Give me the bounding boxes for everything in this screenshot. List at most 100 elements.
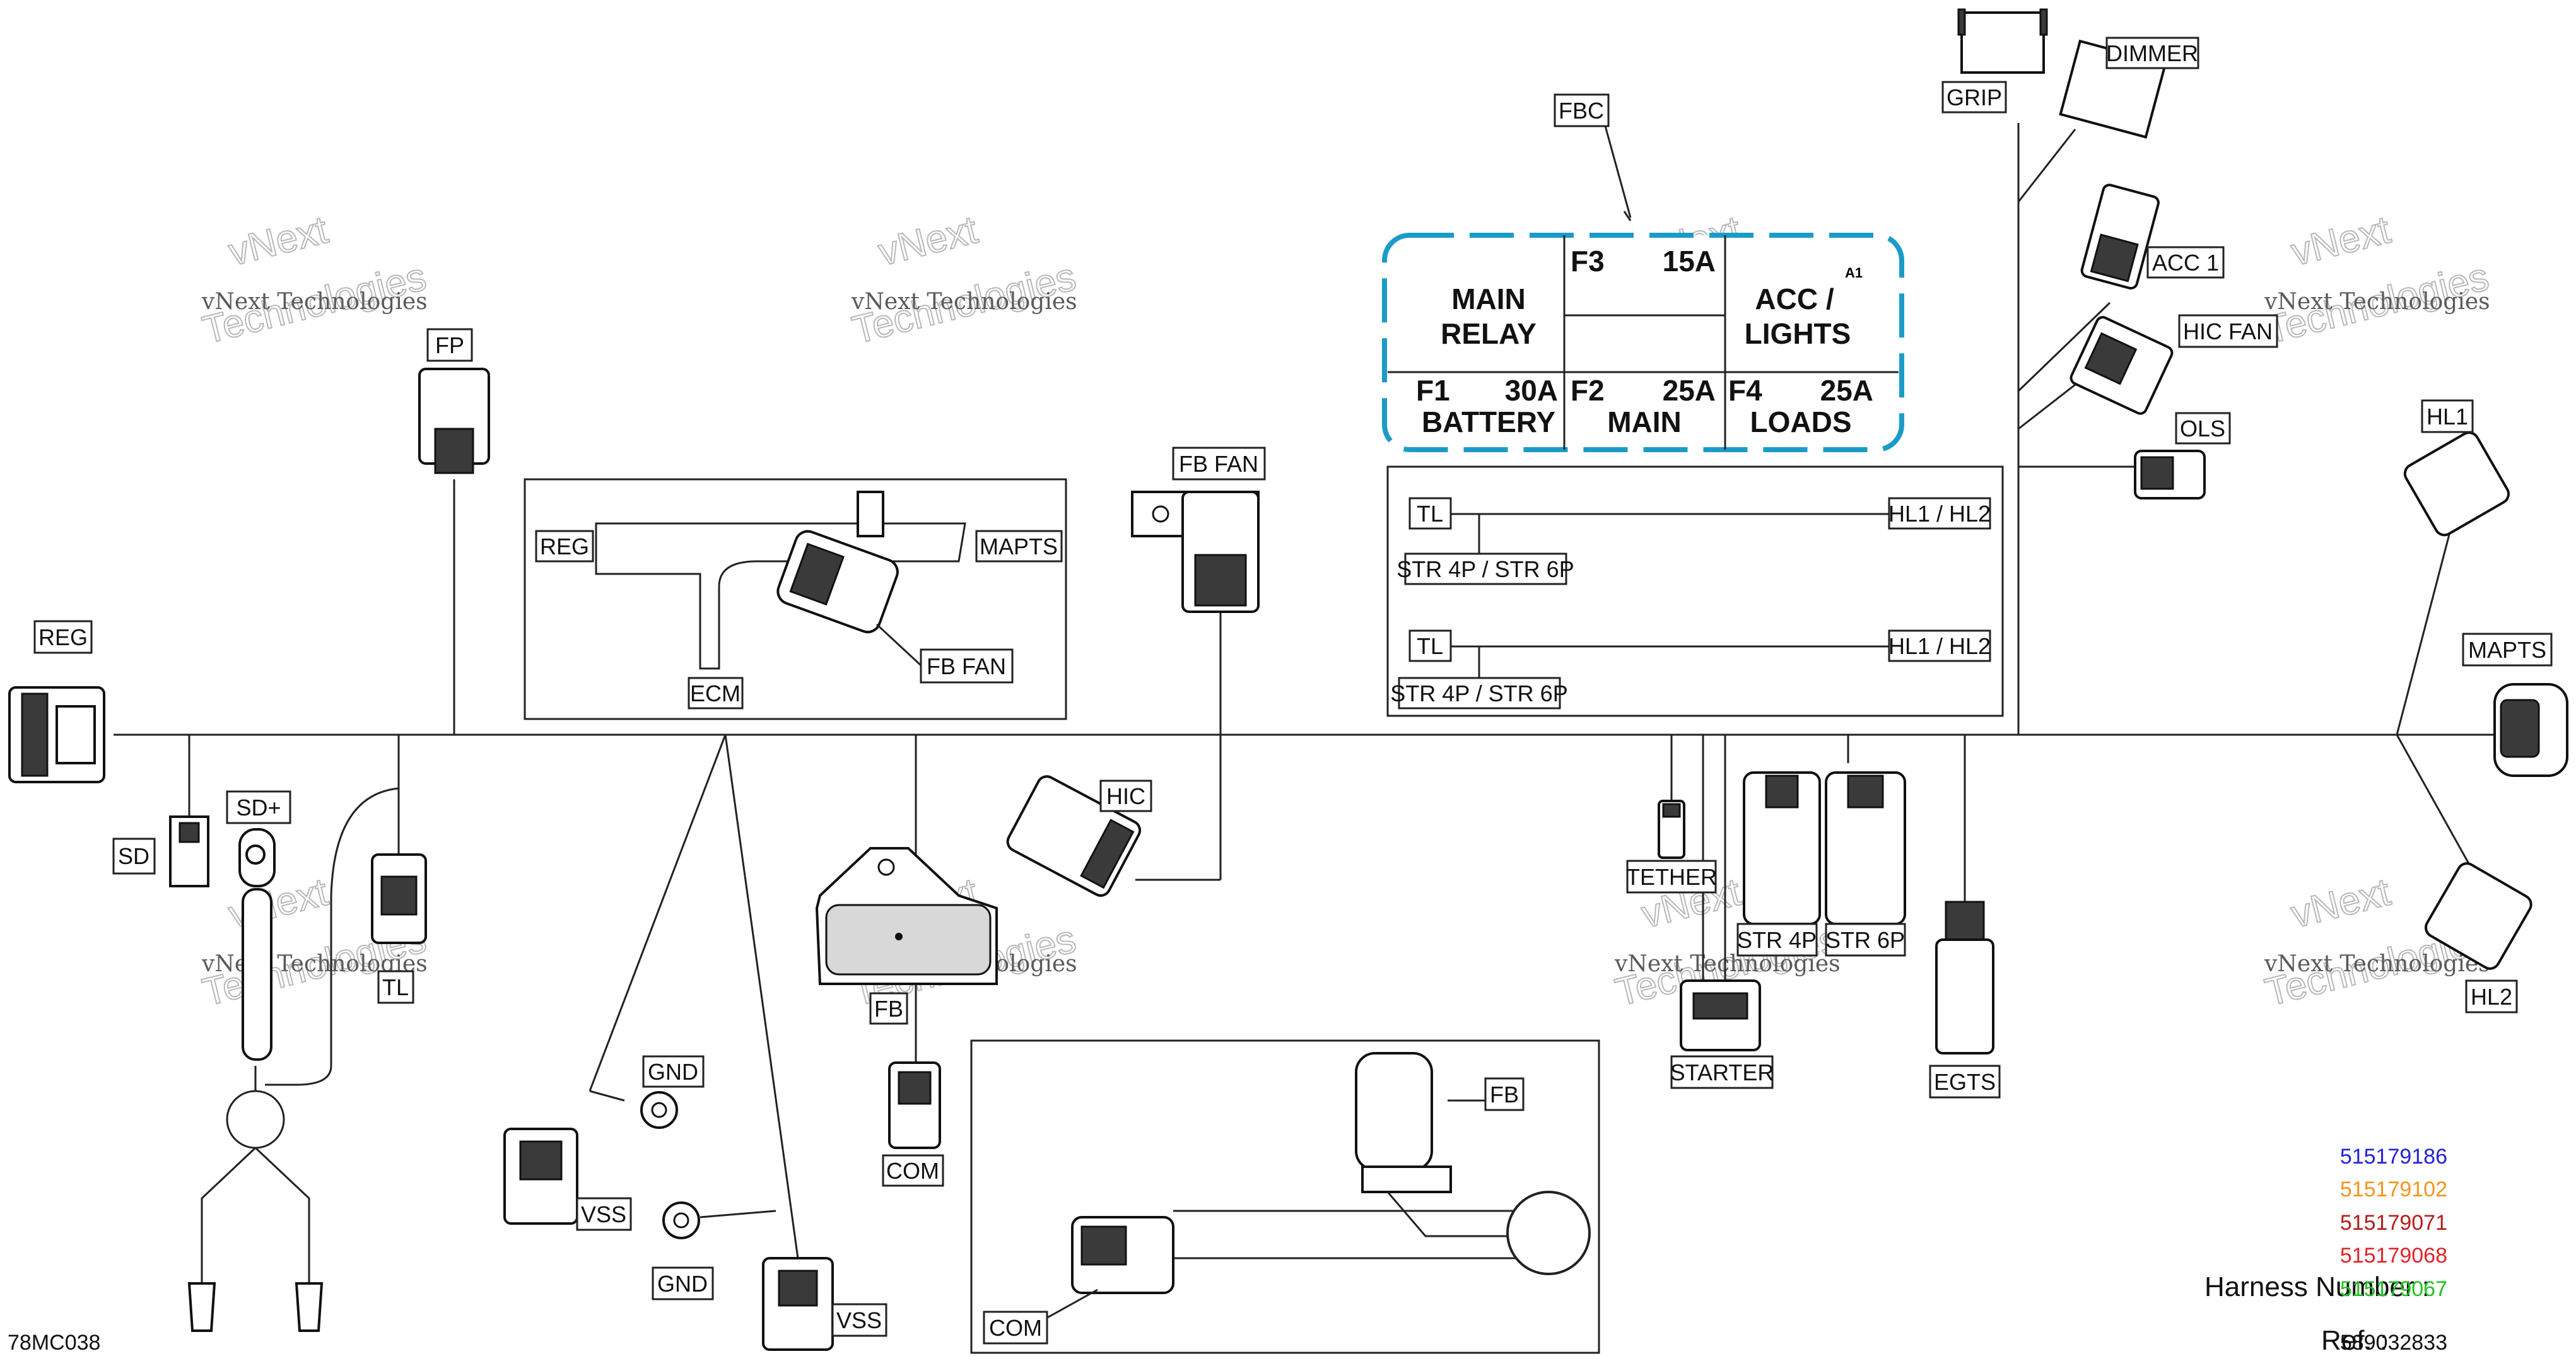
- svg-text:vNext: vNext: [2287, 208, 2394, 274]
- svg-text:vNext: vNext: [225, 870, 332, 937]
- svg-text:STR 4P: STR 4P: [1737, 927, 1817, 953]
- svg-text:HIC: HIC: [1106, 783, 1145, 809]
- fbc-fuse-block: MAIN RELAY F3 15A ACC / LIGHTS A1 F1 30A…: [1382, 233, 1904, 452]
- vss-connector-1: [503, 1128, 578, 1225]
- svg-text:SD+: SD+: [236, 795, 281, 821]
- fbc-a1: A1: [1845, 265, 1863, 281]
- svg-text:vNext: vNext: [2287, 870, 2394, 937]
- svg-text:STARTER: STARTER: [1670, 1060, 1774, 1085]
- com-connector: [888, 1061, 941, 1149]
- inset-fb-com-detail: [970, 1039, 1600, 1354]
- svg-text:vNext Technologies: vNext Technologies: [201, 289, 428, 315]
- str-4p-connector: [1743, 771, 1821, 925]
- svg-text:STR 4P / STR 6P: STR 4P / STR 6P: [1396, 556, 1574, 582]
- vss-connector-2: [762, 1257, 834, 1351]
- ref-value: 589032833: [2340, 1331, 2447, 1355]
- label-fb-fan: FB FAN: [1172, 447, 1266, 481]
- fb-fan-connector: [1131, 491, 1260, 613]
- fbc-acc-line2: LIGHTS: [1745, 317, 1851, 350]
- tl-connector: [371, 853, 427, 944]
- label-str-6p: STR 6P: [1825, 923, 1906, 957]
- acc-1-connector: [2080, 184, 2160, 290]
- diagram-code: 78MC038: [8, 1331, 100, 1355]
- svg-text:TL: TL: [1417, 633, 1443, 659]
- label-fb: FB: [869, 992, 908, 1025]
- connectors: [8, 8, 2568, 1351]
- svg-text:FB FAN: FB FAN: [927, 653, 1006, 679]
- label-ecm: ECM: [688, 677, 744, 710]
- fbc-f1-amp: 30A: [1505, 374, 1558, 407]
- hic-fan-connector: [2070, 316, 2174, 415]
- fbc-f4-name: LOADS: [1750, 406, 1852, 438]
- svg-text:HIC FAN: HIC FAN: [2183, 318, 2273, 344]
- label-hic: HIC: [1099, 780, 1152, 812]
- wires: [114, 123, 2504, 1283]
- label-tl-left: TL: [377, 970, 414, 1004]
- label-legend-hl-a: HL1 / HL2: [1888, 497, 1991, 530]
- gnd-ring-terminal-1: [589, 1090, 678, 1129]
- svg-text:TL: TL: [382, 974, 409, 1000]
- fbc-f2: F2: [1571, 374, 1605, 407]
- label-com: COM: [882, 1154, 944, 1187]
- label-egts: EGTS: [1929, 1065, 2001, 1099]
- svg-text:ECM: ECM: [690, 680, 741, 706]
- egts-connector: [1935, 901, 1994, 1054]
- label-mapts-inset: MAPTS: [975, 530, 1063, 563]
- label-hl1: HL1: [2421, 399, 2474, 433]
- hic-connector: [1006, 775, 1142, 897]
- ols-connector: [2134, 450, 2206, 499]
- harness-number-title: Harness Number :: [2204, 1271, 2430, 1302]
- reg-connector: [8, 686, 105, 783]
- str-6p-connector: [1825, 771, 1906, 925]
- label-tether: TETHER: [1626, 860, 1717, 894]
- label-legend-tl-a: TL: [1408, 497, 1452, 530]
- fbc-f3: F3: [1571, 245, 1605, 277]
- fbc-f1: F1: [1416, 374, 1450, 407]
- harness-number-5: 515179067: [2340, 1277, 2447, 1301]
- watermark: vNext Technologies vNext Technologies: [198, 207, 431, 353]
- svg-text:COM: COM: [989, 1315, 1042, 1341]
- hl1-connector: [2403, 431, 2510, 537]
- svg-text:DIMMER: DIMMER: [2106, 40, 2198, 66]
- svg-text:GND: GND: [657, 1271, 708, 1297]
- bottom-sensors: [187, 1282, 324, 1332]
- label-str-4p: STR 4P: [1736, 923, 1818, 957]
- harness-number-1: 515179186: [2340, 1145, 2447, 1169]
- hl2-connector: [2425, 862, 2532, 970]
- label-legend-hl-b: HL1 / HL2: [1888, 629, 1991, 662]
- ref-label: Ref. :: [2321, 1325, 2387, 1356]
- svg-text:STR 4P / STR 6P: STR 4P / STR 6P: [1390, 680, 1567, 706]
- svg-text:HL1 / HL2: HL1 / HL2: [1888, 501, 1991, 527]
- svg-text:HL1: HL1: [2427, 404, 2468, 429]
- svg-text:SD: SD: [118, 843, 149, 869]
- svg-text:ACC 1: ACC 1: [2152, 250, 2219, 276]
- svg-text:MAPTS: MAPTS: [2468, 637, 2546, 663]
- svg-text:FB: FB: [1490, 1082, 1519, 1107]
- fb-fuse-box: [815, 847, 998, 1063]
- svg-text:FB: FB: [874, 996, 903, 1022]
- label-vss-1: VSS: [576, 1197, 632, 1231]
- label-acc-1: ACC 1: [2146, 246, 2225, 279]
- gnd-ring-terminal-2: [662, 1201, 776, 1239]
- label-fb-fan-inset: FB FAN: [920, 648, 1014, 684]
- inset-fb-fan-detail: [524, 478, 1067, 720]
- fbc-f1-name: BATTERY: [1422, 406, 1555, 438]
- svg-text:FB FAN: FB FAN: [1179, 451, 1258, 477]
- labels: FP REG SD SD+ TL REG MAPTS ECM FB FAN FB…: [33, 37, 2553, 1345]
- mapts-connector: [2493, 683, 2568, 777]
- svg-text:vNext: vNext: [225, 208, 332, 274]
- svg-text:vNext Technologies: vNext Technologies: [2264, 289, 2490, 315]
- svg-text:vNext Technologies: vNext Technologies: [2264, 951, 2490, 977]
- svg-text:VSS: VSS: [836, 1307, 882, 1333]
- fbc-acc-line1: ACC /: [1755, 283, 1834, 315]
- harness-number-3: 515179071: [2340, 1211, 2447, 1235]
- svg-text:MAPTS: MAPTS: [980, 534, 1058, 559]
- harness-number-4: 515179068: [2340, 1244, 2447, 1268]
- sd-connector: [169, 815, 209, 887]
- svg-text:FBC: FBC: [1559, 98, 1604, 124]
- svg-text:GRIP: GRIP: [1947, 85, 2002, 110]
- svg-text:vNext Technologies: vNext Technologies: [851, 289, 1077, 315]
- svg-text:FP: FP: [435, 332, 464, 358]
- label-gnd-2: GND: [652, 1266, 714, 1300]
- label-gnd-1: GND: [642, 1055, 705, 1088]
